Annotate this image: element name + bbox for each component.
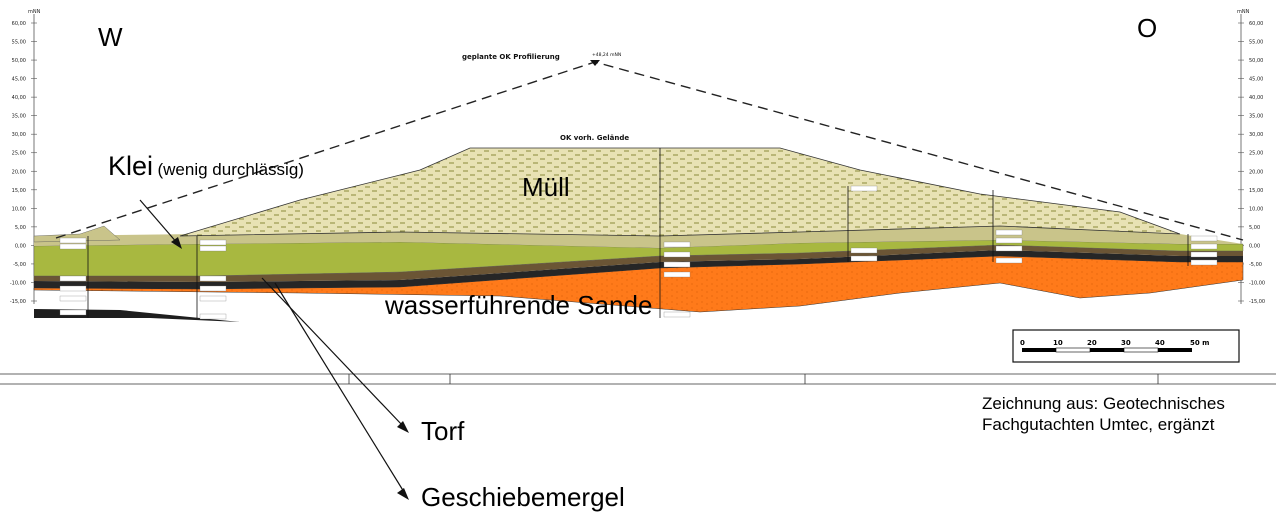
klei-label: Klei (wenig durchlässig) xyxy=(108,151,304,182)
cover-layer xyxy=(34,226,1243,248)
right-axis-unit: mNN xyxy=(1237,9,1250,15)
right-axis-tick-label: 50,00 xyxy=(1249,58,1263,64)
left-axis-tick-label: 30,00 xyxy=(12,132,26,138)
left-dike-fill xyxy=(33,225,121,243)
right-axis-tick-label: 5,00 xyxy=(1249,225,1260,231)
right-axis-tick-label: 0,00 xyxy=(1249,243,1260,249)
credit-line-2: Fachgutachten Umtec, ergänzt xyxy=(982,415,1215,434)
scale-bar: 0 10 20 30 40 50 m xyxy=(1012,329,1240,363)
planned-top-value: +48,24 mNN xyxy=(592,52,621,58)
klei-arrowhead xyxy=(171,237,182,249)
left-axis-tick-label: 35,00 xyxy=(12,114,26,120)
right-axis-tick-label: 15,00 xyxy=(1249,188,1263,194)
torf-label: Torf xyxy=(421,416,465,446)
scale-label-20: 20 xyxy=(1087,339,1097,347)
sande-label: wasserführende Sande xyxy=(385,290,653,320)
scale-label-50: 50 m xyxy=(1190,339,1209,347)
left-axis-unit: mNN xyxy=(28,9,41,15)
right-axis-tick-label: 45,00 xyxy=(1249,77,1263,83)
left-axis-tick-label: 60,00 xyxy=(12,21,26,27)
right-axis-tick-label: 55,00 xyxy=(1249,40,1263,46)
torf-arrowhead xyxy=(397,421,409,433)
klei-label-note: (wenig durchlässig) xyxy=(157,160,304,179)
klei-label-main: Klei xyxy=(108,151,154,181)
scale-label-30: 30 xyxy=(1121,339,1131,347)
right-axis-tick-label: 10,00 xyxy=(1249,206,1263,212)
planned-top-label: geplante OK Profilierung xyxy=(462,53,560,61)
right-axis-tick-label: 25,00 xyxy=(1249,151,1263,157)
right-axis-tick-label: -5,00 xyxy=(1249,262,1262,268)
left-axis-tick-label: -15,00 xyxy=(10,299,26,305)
left-axis-tick-label: 5,00 xyxy=(15,225,26,231)
scale-label-10: 10 xyxy=(1053,339,1063,347)
scale-label-40: 40 xyxy=(1155,339,1165,347)
left-axis-tick-label: 50,00 xyxy=(12,58,26,64)
left-axis-tick-label: -5,00 xyxy=(13,262,26,268)
right-axis-tick-label: -10,00 xyxy=(1249,280,1265,286)
east-direction-label: O xyxy=(1137,13,1158,43)
credit-line-1: Zeichnung aus: Geotechnisches xyxy=(982,394,1225,413)
left-axis-tick-label: 45,00 xyxy=(12,77,26,83)
existing-ground-label: OK vorh. Gelände xyxy=(560,134,629,142)
right-axis-tick-label: 35,00 xyxy=(1249,114,1263,120)
geschiebemergel-arrowhead xyxy=(397,488,409,500)
planned-peak-marker xyxy=(590,60,600,66)
pointer-arrows xyxy=(139,199,405,493)
left-axis-tick-label: 0,00 xyxy=(15,243,26,249)
geschiebemergel-layer-main xyxy=(34,250,1243,289)
boreholes xyxy=(87,148,1189,318)
left-axis-tick-label: 10,00 xyxy=(12,206,26,212)
drawing-frame xyxy=(0,373,1276,385)
borehole-label-boxes xyxy=(59,185,1218,320)
scale-label-0: 0 xyxy=(1020,339,1025,347)
right-axis-tick-label: -15,00 xyxy=(1249,299,1265,305)
muell-label: Müll xyxy=(522,172,570,202)
left-axis-tick-label: 20,00 xyxy=(12,169,26,175)
credit-note: Zeichnung aus: Geotechnisches Fachgutach… xyxy=(982,393,1225,435)
right-axis-tick-label: 40,00 xyxy=(1249,95,1263,101)
right-axis-tick-label: 20,00 xyxy=(1249,169,1263,175)
left-axis-tick-label: 40,00 xyxy=(12,95,26,101)
left-axis-tick-label: -10,00 xyxy=(10,280,26,286)
left-axis-tick-label: 25,00 xyxy=(12,151,26,157)
right-y-axis: mNN 60,00 55,00 50,00 45,00 40,00 35,00 30,00 2… xyxy=(1237,9,1265,305)
geschiebemergel-label: Geschiebemergel xyxy=(421,482,625,512)
muell-layer xyxy=(179,147,1181,237)
torf-layer xyxy=(34,245,1243,282)
right-axis-tick-label: 60,00 xyxy=(1249,21,1263,27)
right-axis-tick-label: 30,00 xyxy=(1249,132,1263,138)
west-direction-label: W xyxy=(98,22,123,52)
left-axis-tick-label: 55,00 xyxy=(12,40,26,46)
left-axis-tick-label: 15,00 xyxy=(12,188,26,194)
